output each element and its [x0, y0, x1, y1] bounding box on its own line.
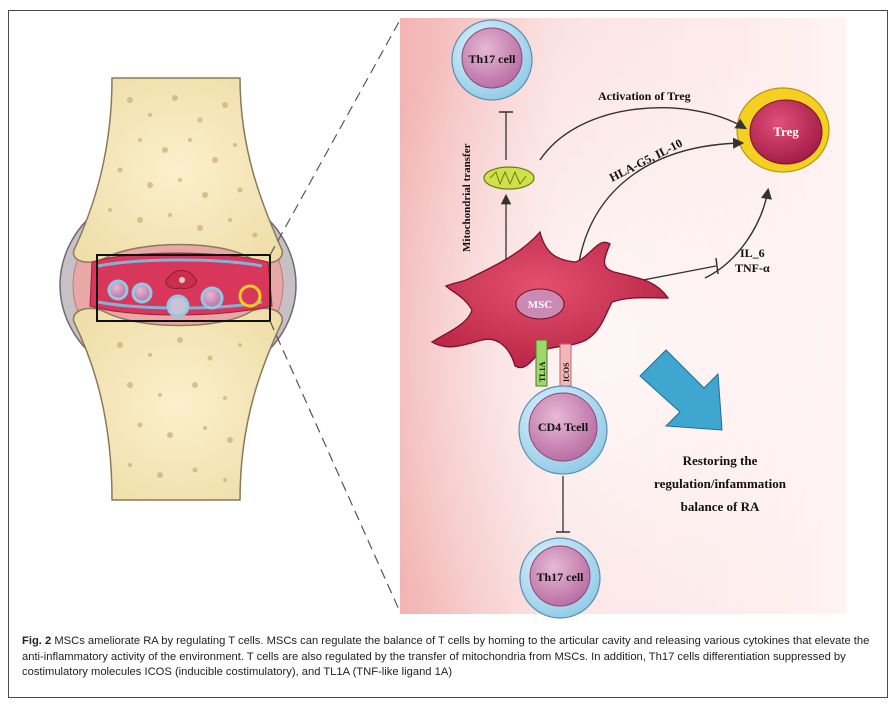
th17-cell-bottom [519, 537, 601, 619]
restoring-line-3: balance of RA [681, 499, 760, 514]
cd4-label: CD4 Tcell [538, 420, 589, 434]
icos-label: ICOS [562, 362, 571, 382]
mito-transfer-label: Mitochondrial transfer [461, 143, 473, 252]
restoring-line-1: Restoring the [683, 453, 758, 468]
zoom-box [96, 254, 271, 322]
hla-arrow [577, 137, 745, 269]
th17-top-label: Th17 cell [469, 52, 517, 66]
restoring-line-2: regulation/infammation [654, 476, 787, 491]
cd4-tcell [518, 385, 608, 475]
activation-label: Activation of Treg [598, 89, 691, 103]
figure-caption: Fig. 2 MSCs ameliorate RA by regulating … [22, 634, 878, 681]
th17-cell-top [451, 19, 533, 101]
restoring-arrow [639, 349, 723, 431]
tl1a-label: TL1A [538, 361, 547, 382]
mitochondrion [483, 166, 535, 190]
joint-cells [107, 270, 262, 318]
il6-inhibit-bar [715, 257, 719, 275]
caption-text: MSCs ameliorate RA by regulating T cells… [22, 635, 870, 678]
caption-fig-label: Fig. 2 [22, 635, 52, 647]
il6-arrow [704, 187, 773, 279]
zoom-line-bottom [269, 320, 401, 613]
treg-cell [736, 87, 830, 173]
tnf-label: TNF-α [735, 261, 770, 275]
bone-pores [108, 95, 258, 482]
th17-bottom-label: Th17 cell [537, 570, 585, 584]
msc-label: MSC [528, 299, 553, 311]
activation-arrow [539, 107, 747, 161]
joint-illustration [59, 77, 297, 501]
tl1a-bar [535, 339, 548, 387]
msc-cell [430, 230, 670, 369]
diagram: Th17 cell Treg Mitochondrial transfer Ac… [59, 18, 846, 619]
il6-label: IL_6 [740, 246, 765, 260]
upper-bone [72, 77, 283, 264]
zoom-line-top [269, 19, 401, 256]
lower-bone [72, 307, 283, 501]
treg-label: Treg [773, 124, 799, 139]
figure-frame [8, 10, 888, 698]
